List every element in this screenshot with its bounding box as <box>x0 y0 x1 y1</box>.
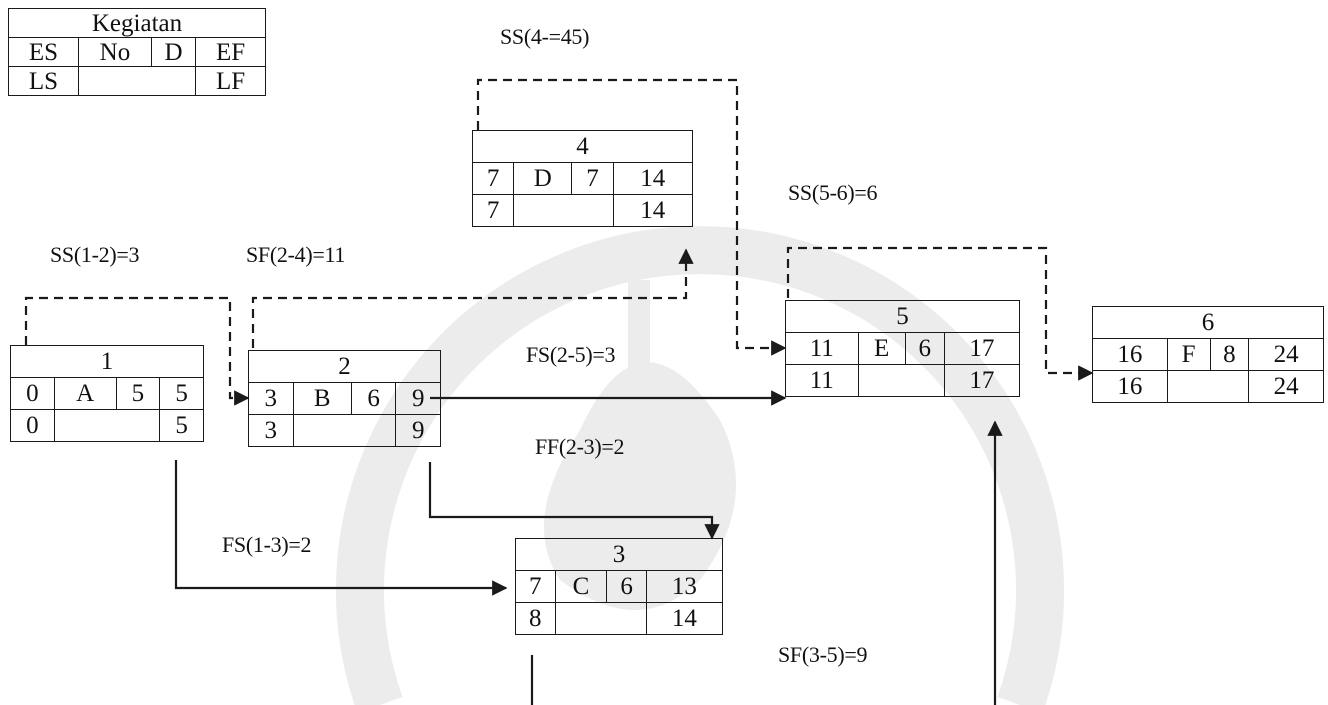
node-number: 6 <box>1093 307 1324 339</box>
node-activity: E <box>858 333 905 365</box>
node-blank <box>858 365 944 397</box>
activity-node-5: 5 11 E 6 17 11 17 <box>785 300 1020 397</box>
activity-node-2: 2 3 B 6 9 3 9 <box>248 350 441 447</box>
node-activity: A <box>54 378 116 410</box>
node-ls: 0 <box>11 410 55 442</box>
label-ss-5-6: SS(5-6)=6 <box>788 180 877 206</box>
activity-node-3: 3 7 C 6 13 8 14 <box>515 538 723 635</box>
node-es: 0 <box>11 378 55 410</box>
legend-blank <box>78 67 195 96</box>
legend-ef: EF <box>196 38 266 67</box>
node-ef: 17 <box>944 333 1019 365</box>
legend-d: D <box>151 38 195 67</box>
node-duration: 6 <box>351 383 396 415</box>
node-duration: 8 <box>1210 339 1249 371</box>
activity-node-6: 6 16 F 8 24 16 24 <box>1092 306 1324 403</box>
node-duration: 5 <box>116 378 160 410</box>
label-ff-2-3: FF(2-3)=2 <box>535 434 624 460</box>
activity-node-4: 4 7 D 7 14 7 14 <box>472 130 693 227</box>
node-ls: 16 <box>1093 371 1168 403</box>
node-lf: 5 <box>160 410 204 442</box>
node-duration: 7 <box>572 163 613 195</box>
node-lf: 9 <box>396 415 441 447</box>
legend-no: No <box>78 38 151 67</box>
node-activity: C <box>555 571 607 603</box>
node-number: 1 <box>11 346 204 378</box>
legend-lf: LF <box>196 67 266 96</box>
legend-es: ES <box>9 38 79 67</box>
node-es: 7 <box>473 163 514 195</box>
node-lf: 17 <box>944 365 1019 397</box>
label-fs-1-3: FS(1-3)=2 <box>222 532 311 558</box>
node-number: 3 <box>516 539 723 571</box>
label-fs-2-5: FS(2-5)=3 <box>526 342 615 368</box>
node-ls: 3 <box>249 415 294 447</box>
link-fs-1-3 <box>176 460 506 588</box>
node-number: 5 <box>786 301 1020 333</box>
node-lf: 14 <box>646 603 722 635</box>
legend-table: Kegiatan ES No D EF LS LF <box>8 8 266 96</box>
node-ef: 13 <box>646 571 722 603</box>
node-number: 4 <box>473 131 693 163</box>
node-blank <box>1167 371 1249 403</box>
activity-node-1: 1 0 A 5 5 0 5 <box>10 345 204 442</box>
label-sf-2-4: SF(2-4)=11 <box>246 242 345 268</box>
link-ff-2-3 <box>430 462 712 538</box>
node-blank <box>555 603 646 635</box>
node-ef: 5 <box>160 378 204 410</box>
node-blank <box>54 410 160 442</box>
node-blank <box>293 415 396 447</box>
node-ef: 9 <box>396 383 441 415</box>
node-lf: 24 <box>1249 371 1324 403</box>
node-es: 3 <box>249 383 294 415</box>
node-es: 11 <box>786 333 859 365</box>
node-ef: 24 <box>1249 339 1324 371</box>
node-blank <box>514 195 613 227</box>
label-ss-4-5: SS(4-=45) <box>500 24 589 50</box>
node-activity: B <box>293 383 351 415</box>
node-duration: 6 <box>607 571 647 603</box>
node-activity: D <box>514 163 572 195</box>
node-number: 2 <box>249 351 441 383</box>
node-lf: 14 <box>613 195 692 227</box>
node-ls: 8 <box>516 603 556 635</box>
node-duration: 6 <box>905 333 944 365</box>
node-activity: F <box>1167 339 1210 371</box>
node-es: 16 <box>1093 339 1168 371</box>
node-es: 7 <box>516 571 556 603</box>
legend-ls: LS <box>9 67 79 96</box>
legend-title: Kegiatan <box>9 9 266 38</box>
label-ss-1-2: SS(1-2)=3 <box>50 242 139 268</box>
node-ef: 14 <box>613 163 692 195</box>
node-ls: 11 <box>786 365 859 397</box>
node-ls: 7 <box>473 195 514 227</box>
label-sf-3-5: SF(3-5)=9 <box>778 642 867 668</box>
